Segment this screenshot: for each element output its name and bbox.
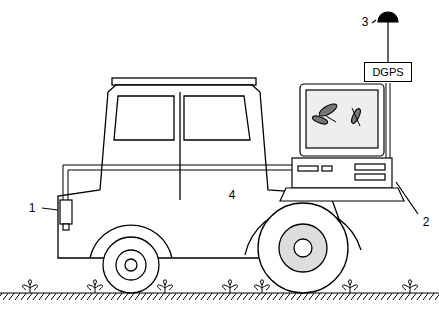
- wheels: [103, 203, 348, 293]
- callout-number: 3: [361, 16, 370, 28]
- crop-plant: [403, 280, 418, 293]
- ground: [0, 293, 439, 300]
- box-label: DGPS: [372, 66, 403, 78]
- callout-number: 1: [28, 202, 37, 214]
- callout-number: 2: [422, 216, 431, 228]
- antenna: [372, 12, 398, 62]
- crop-plant: [223, 280, 238, 293]
- crop-plant: [158, 280, 173, 293]
- crop-plants: [23, 280, 418, 293]
- sensor: [60, 200, 72, 230]
- crop-plant: [23, 280, 38, 293]
- dgps-box: DGPS: [364, 62, 412, 82]
- computer: [280, 84, 418, 214]
- crop-plant: [88, 280, 103, 293]
- crop-plant: [343, 280, 358, 293]
- leader-lines: [42, 208, 58, 210]
- callout-number: 4: [228, 189, 237, 201]
- crop-plant: [255, 280, 270, 293]
